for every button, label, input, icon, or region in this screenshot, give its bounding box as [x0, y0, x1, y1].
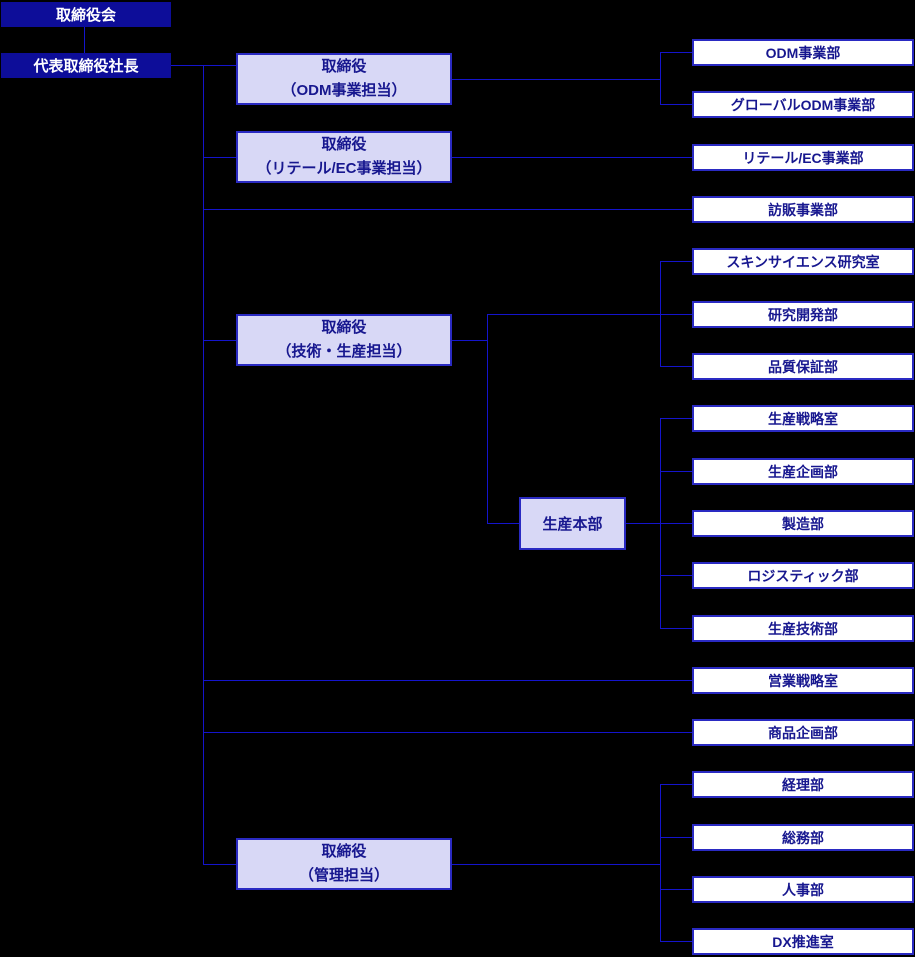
- dept-label: 生産技術部: [768, 620, 838, 637]
- connector-odm-cluster: [660, 52, 661, 105]
- dept-label: 営業戦略室: [768, 672, 838, 689]
- connector-trunk-admin-director: [203, 864, 236, 865]
- director-role: （ODM事業担当）: [281, 82, 407, 99]
- dept-label: 研究開発部: [768, 306, 838, 323]
- connector-rnd-dept: [487, 314, 692, 315]
- connector-retail-director-out: [452, 157, 692, 158]
- connector-odm-director-out: [452, 79, 660, 80]
- node-dept-hr: 人事部: [692, 876, 914, 903]
- connector-production-hq-in: [487, 523, 519, 524]
- dept-label: DX推進室: [772, 933, 834, 950]
- connector-accounting-dept: [660, 784, 692, 785]
- dept-label: ロジスティック部: [747, 567, 859, 584]
- connector-main-trunk: [203, 65, 204, 865]
- node-dept-odm: ODM事業部: [692, 39, 914, 66]
- connector-production-planning-dept: [660, 471, 692, 472]
- connector-hr-dept: [660, 889, 692, 890]
- connector-trunk-product-planning: [203, 732, 692, 733]
- node-director-odm: 取締役 （ODM事業担当）: [236, 53, 452, 105]
- dept-label: 生産企画部: [768, 463, 838, 480]
- connector-trunk-tech-director: [203, 340, 236, 341]
- node-director-retail-ec: 取締役 （リテール/EC事業担当）: [236, 131, 452, 183]
- dept-label: 商品企画部: [768, 724, 838, 741]
- connector-production-cluster: [660, 418, 661, 629]
- connector-logistics-dept: [660, 575, 692, 576]
- dept-label: 経理部: [782, 776, 824, 793]
- node-dept-sales-strategy: 営業戦略室: [692, 667, 914, 694]
- connector-tech-branch: [487, 314, 488, 524]
- dept-label: ODM事業部: [765, 44, 841, 61]
- connector-production-strategy-dept: [660, 418, 692, 419]
- node-dept-direct-sales: 訪販事業部: [692, 196, 914, 223]
- node-dept-rnd: 研究開発部: [692, 301, 914, 328]
- node-dept-accounting: 経理部: [692, 771, 914, 798]
- dept-label: 品質保証部: [768, 358, 838, 375]
- node-dept-production-engineering: 生産技術部: [692, 615, 914, 642]
- connector-skin-science-dept: [660, 261, 692, 262]
- node-dept-product-planning: 商品企画部: [692, 719, 914, 746]
- connector-admin-director-out: [452, 864, 660, 865]
- connector-general-affairs-dept: [660, 837, 692, 838]
- dept-label: 生産戦略室: [768, 410, 838, 427]
- node-dept-quality-assurance: 品質保証部: [692, 353, 914, 380]
- node-dept-skin-science-lab: スキンサイエンス研究室: [692, 248, 914, 275]
- connector-trunk-sales-strategy: [203, 680, 692, 681]
- connector-board-president: [84, 27, 85, 53]
- node-dept-production-planning: 生産企画部: [692, 458, 914, 485]
- director-role: （管理担当）: [298, 867, 389, 884]
- connector-admin-cluster: [660, 784, 661, 942]
- node-dept-manufacturing: 製造部: [692, 510, 914, 537]
- connector-qa-dept: [660, 366, 692, 367]
- dept-label: 訪販事業部: [768, 201, 838, 218]
- director-title: 取締役: [321, 319, 367, 336]
- connector-global-odm-dept: [660, 104, 692, 105]
- node-dept-global-odm: グローバルODM事業部: [692, 91, 914, 118]
- node-dept-retail-ec: リテール/EC事業部: [692, 144, 914, 171]
- node-director-admin: 取締役 （管理担当）: [236, 838, 452, 890]
- node-dept-general-affairs: 総務部: [692, 824, 914, 851]
- dept-label: リテール/EC事業部: [742, 149, 864, 166]
- connector-production-hq-out: [626, 523, 692, 524]
- node-board: 取締役会: [1, 2, 171, 27]
- dept-label: 製造部: [782, 515, 824, 532]
- production-hq-label: 生産本部: [542, 516, 603, 533]
- node-dept-dx-promotion: DX推進室: [692, 928, 914, 955]
- node-dept-logistics: ロジスティック部: [692, 562, 914, 589]
- board-label: 取締役会: [55, 7, 116, 24]
- director-role: （技術・生産担当）: [276, 343, 412, 360]
- connector-trunk-retail-director: [203, 157, 236, 158]
- director-title: 取締役: [321, 843, 367, 860]
- dept-label: 人事部: [782, 881, 824, 898]
- node-president: 代表取締役社長: [1, 53, 171, 78]
- dept-label: グローバルODM事業部: [730, 96, 876, 113]
- connector-research-cluster: [660, 261, 661, 367]
- connector-odm-dept: [660, 52, 692, 53]
- president-label: 代表取締役社長: [33, 58, 139, 75]
- node-director-tech-production: 取締役 （技術・生産担当）: [236, 314, 452, 366]
- dept-label: 総務部: [782, 829, 824, 846]
- node-dept-production-strategy: 生産戦略室: [692, 405, 914, 432]
- dept-label: スキンサイエンス研究室: [726, 253, 880, 270]
- connector-production-engineering-dept: [660, 628, 692, 629]
- connector-tech-director-out: [452, 340, 487, 341]
- director-title: 取締役: [321, 136, 367, 153]
- director-role: （リテール/EC事業担当）: [256, 160, 432, 177]
- connector-dx-dept: [660, 941, 692, 942]
- director-title: 取締役: [321, 58, 367, 75]
- node-production-hq: 生産本部: [519, 497, 626, 550]
- connector-trunk-direct-sales: [203, 209, 692, 210]
